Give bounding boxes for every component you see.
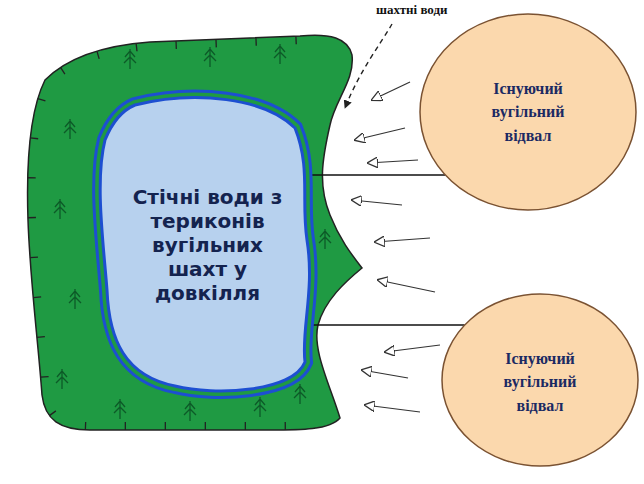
mine-water-arrow (345, 24, 392, 108)
flow-label: шахтні води (374, 2, 450, 18)
coal-heap: Існуючий вугільний відвал (418, 12, 638, 212)
heap-label: Існуючий вугільний відвал (485, 347, 595, 417)
wastewater-pond: Стічні води з териконів вугільних шахт у… (95, 90, 315, 395)
coal-heap: Існуючий вугільний відвал (440, 292, 640, 468)
leader-line (311, 324, 465, 326)
green-zone (28, 35, 362, 430)
heap-label: Існуючий вугільний відвал (473, 77, 583, 147)
tree-symbols (54, 44, 331, 421)
leader-line (311, 174, 445, 176)
pond-label: Стічні води з териконів вугільних шахт у… (120, 185, 295, 305)
